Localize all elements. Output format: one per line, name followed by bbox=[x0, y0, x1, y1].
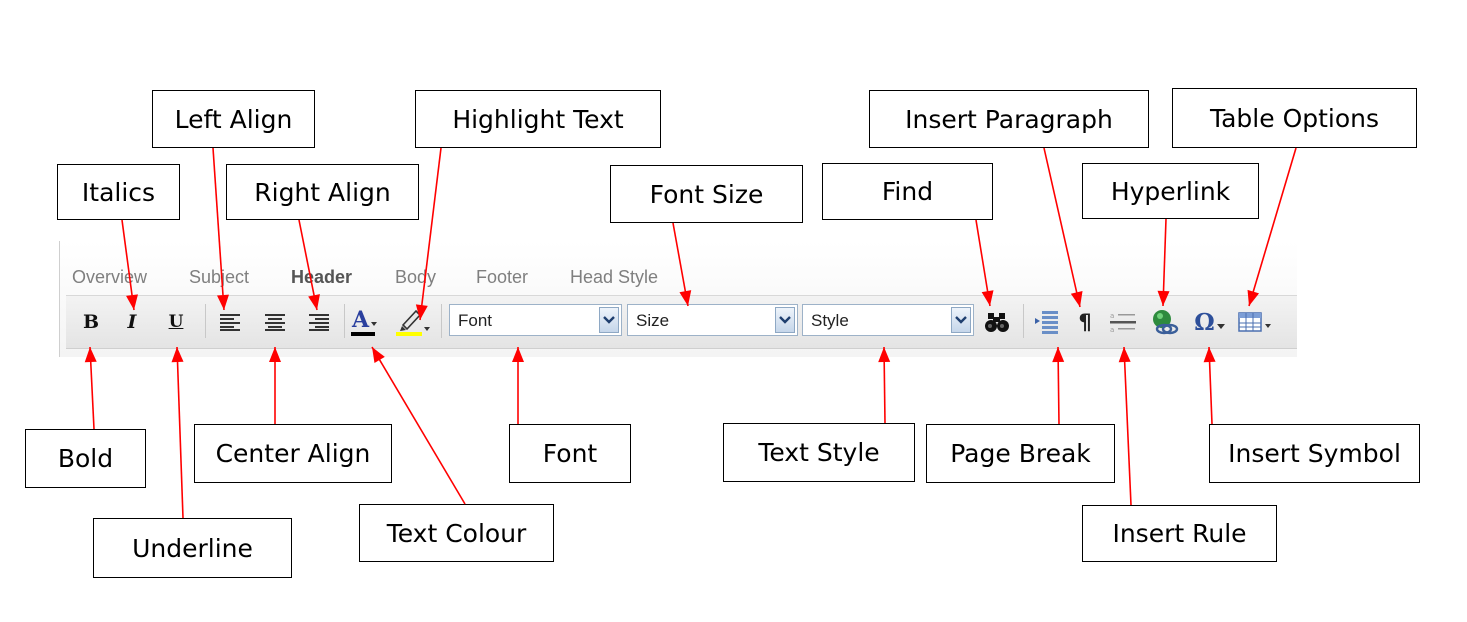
arrow-font bbox=[512, 347, 524, 424]
callout-text-style: Text Style bbox=[723, 423, 915, 482]
page-break-button[interactable] bbox=[1031, 308, 1063, 336]
arrow-text-colour bbox=[371, 346, 466, 505]
chevron-down-icon bbox=[599, 307, 619, 333]
italic-button[interactable]: I bbox=[127, 311, 137, 333]
style-select-value: Style bbox=[811, 311, 849, 330]
binoculars-icon bbox=[985, 313, 1009, 332]
callout-insert-paragraph: Insert Paragraph bbox=[869, 90, 1149, 148]
dropdown-caret-icon bbox=[1216, 324, 1225, 329]
size-select[interactable]: Size bbox=[627, 304, 798, 336]
callout-font-size: Font Size bbox=[610, 165, 803, 223]
callout-underline: Underline bbox=[93, 518, 292, 578]
omega-icon: Ω bbox=[1194, 308, 1215, 336]
tab-header[interactable]: Header bbox=[291, 267, 353, 287]
editor-panel: Overview Subject Header Body Footer Head… bbox=[59, 241, 1297, 357]
tab-subject[interactable]: Subject bbox=[189, 267, 250, 287]
table-icon bbox=[1238, 312, 1271, 332]
callout-insert-rule: Insert Rule bbox=[1082, 505, 1277, 562]
arrow-find bbox=[975, 219, 994, 307]
insert-paragraph-button[interactable]: ¶ bbox=[1078, 310, 1092, 334]
callout-insert-symbol: Insert Symbol bbox=[1209, 424, 1420, 483]
arrow-page-break bbox=[1052, 346, 1065, 425]
arrow-insert-symbol bbox=[1203, 346, 1216, 425]
callout-highlight-text: Highlight Text bbox=[415, 90, 661, 148]
arrow-insert-rule bbox=[1118, 346, 1132, 506]
callout-left-align: Left Align bbox=[152, 90, 315, 148]
tab-head-style[interactable]: Head Style bbox=[570, 267, 659, 287]
editor-border bbox=[59, 241, 60, 357]
text-colour-icon: A bbox=[351, 307, 377, 336]
text-colour-button[interactable]: A bbox=[349, 304, 385, 340]
font-select-value: Font bbox=[458, 311, 493, 330]
callout-hyperlink: Hyperlink bbox=[1082, 163, 1259, 219]
arrow-hyperlink bbox=[1157, 218, 1170, 307]
align-right-button[interactable] bbox=[306, 308, 332, 336]
underline-button[interactable]: U bbox=[168, 312, 184, 332]
arrow-italics bbox=[121, 219, 138, 311]
tab-footer[interactable]: Footer bbox=[476, 267, 529, 287]
horizontal-rule-icon: a a bbox=[1110, 312, 1136, 333]
style-select[interactable]: Style bbox=[802, 304, 974, 336]
align-right-icon bbox=[309, 314, 329, 331]
svg-text:a: a bbox=[1110, 312, 1114, 320]
callout-bold: Bold bbox=[25, 429, 146, 488]
toolbar-separator bbox=[441, 304, 442, 338]
find-button[interactable] bbox=[981, 308, 1013, 336]
toolbar-separator bbox=[344, 304, 345, 338]
arrow-right-align bbox=[298, 219, 320, 311]
tab-bar: Overview Subject Header Body Footer Head… bbox=[60, 261, 1297, 295]
page-break-icon bbox=[1035, 311, 1058, 334]
arrow-table-options bbox=[1247, 147, 1297, 307]
svg-text:a: a bbox=[1110, 326, 1114, 333]
font-select[interactable]: Font bbox=[449, 304, 622, 336]
arrow-center-align bbox=[269, 347, 281, 424]
arrow-left-align bbox=[212, 147, 229, 311]
hyperlink-button[interactable] bbox=[1149, 308, 1181, 336]
callout-page-break: Page Break bbox=[926, 424, 1115, 483]
arrow-highlight-text bbox=[415, 147, 442, 321]
align-center-button[interactable] bbox=[262, 308, 288, 336]
toolbar-separator bbox=[205, 304, 206, 338]
globe-link-icon bbox=[1153, 310, 1179, 335]
align-left-icon bbox=[220, 314, 240, 331]
table-options-button[interactable] bbox=[1236, 308, 1276, 336]
callout-find: Find bbox=[822, 163, 993, 220]
insert-rule-button[interactable]: a a bbox=[1107, 308, 1139, 336]
callout-center-align: Center Align bbox=[194, 424, 392, 483]
callout-font: Font bbox=[509, 424, 631, 483]
arrow-insert-paragraph bbox=[1043, 147, 1083, 308]
callout-italics: Italics bbox=[57, 164, 180, 220]
chevron-down-icon bbox=[775, 307, 795, 333]
arrow-font-size bbox=[672, 222, 692, 307]
insert-symbol-button[interactable]: Ω bbox=[1190, 308, 1230, 336]
chevron-down-icon bbox=[951, 307, 971, 333]
svg-text:A: A bbox=[351, 307, 370, 333]
callout-text-colour: Text Colour bbox=[359, 504, 554, 562]
align-center-icon bbox=[265, 314, 285, 331]
arrow-bold bbox=[84, 346, 97, 430]
align-left-button[interactable] bbox=[217, 308, 243, 336]
callout-table-options: Table Options bbox=[1172, 88, 1417, 148]
bold-button[interactable]: B bbox=[82, 311, 100, 333]
callout-right-align: Right Align bbox=[226, 164, 419, 220]
toolbar-separator bbox=[1023, 304, 1024, 338]
arrow-text-style bbox=[878, 346, 891, 424]
arrow-underline bbox=[171, 346, 184, 519]
size-select-value: Size bbox=[636, 311, 670, 330]
formatting-toolbar: B I U bbox=[66, 295, 1297, 349]
